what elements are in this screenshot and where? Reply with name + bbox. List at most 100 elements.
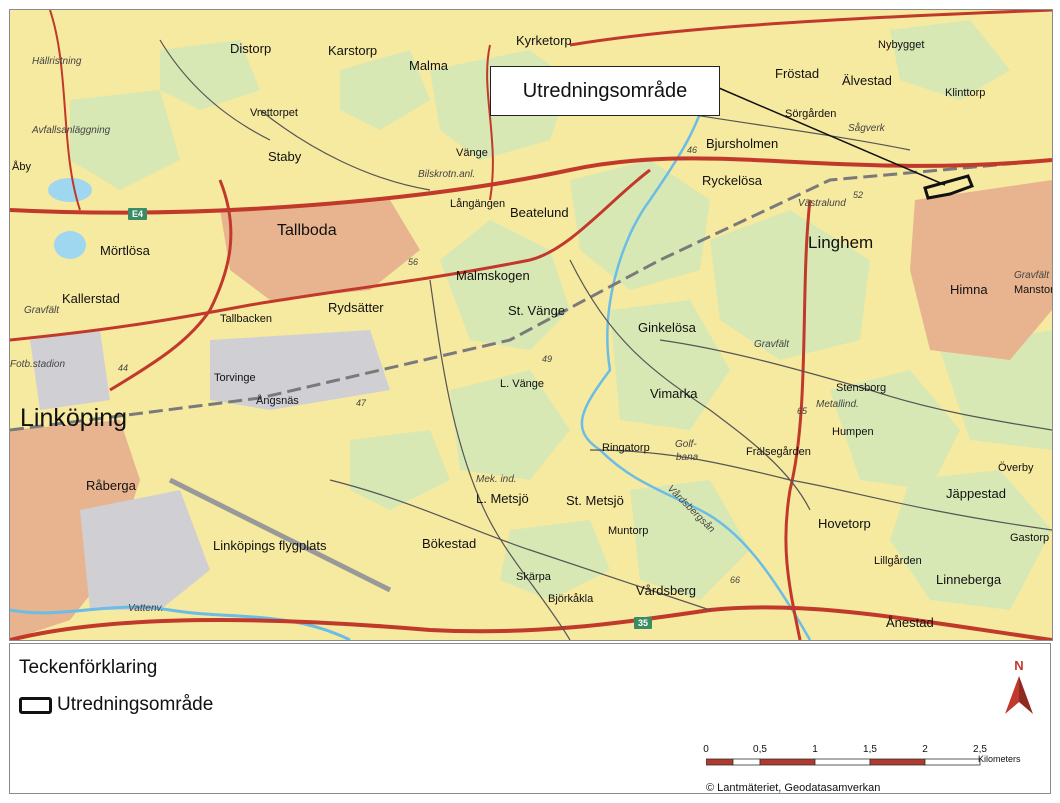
map-panel[interactable]: Distorp Karstorp Malma Kyrketorp Nybygge…	[9, 9, 1053, 641]
urban-areas	[10, 180, 1052, 640]
place-label: Metallind.	[816, 399, 859, 410]
legend-item-label: Utredningsområde	[57, 694, 214, 715]
scale-tick-label: 0	[703, 744, 709, 755]
place-label: Kallerstad	[62, 291, 120, 306]
place-label: Golf-	[675, 439, 697, 450]
place-label: Vimarka	[650, 386, 698, 401]
road-number: 44	[118, 363, 129, 373]
place-label: Sågverk	[848, 123, 885, 134]
scale-bar: 0 0,5 1 1,5 2 2,5 Kilometers	[703, 744, 1044, 774]
place-label: Himna	[950, 282, 988, 297]
river	[580, 79, 812, 640]
north-label: N	[1014, 658, 1024, 673]
legend-panel: Teckenförklaring Utredningsområde N 0 0,…	[9, 643, 1051, 794]
scale-bar-graphic	[706, 758, 981, 766]
place-label: Klinttorp	[945, 87, 986, 99]
place-label-city: Linköping	[20, 404, 128, 432]
legend-item: Utredningsområde	[19, 694, 213, 716]
place-label: Linghem	[808, 233, 874, 252]
road-number: 56	[408, 257, 419, 267]
road-number: 52	[853, 190, 864, 200]
place-label: Linköpings flygplats	[213, 538, 327, 553]
study-area-symbol-icon	[19, 696, 52, 714]
airport-runway	[168, 477, 392, 593]
scale-unit: Kilometers	[978, 754, 1021, 764]
place-label: Beatelund	[510, 205, 569, 220]
place-label: Ånestad	[886, 615, 934, 630]
place-label: Nybygget	[878, 39, 925, 51]
scale-tick-label: 1,5	[863, 744, 877, 755]
place-label: Gravfält	[754, 339, 790, 350]
place-label: L. Metsjö	[476, 491, 529, 506]
place-label: Staby	[268, 149, 302, 164]
place-label: Vårdsberg	[636, 583, 696, 598]
place-label: Malmskogen	[456, 268, 530, 283]
place-label: Västralund	[798, 198, 846, 209]
road-shield-e4: E4	[128, 208, 148, 220]
lakes	[48, 178, 92, 259]
place-label: Muntorp	[608, 525, 649, 537]
place-label: Överby	[998, 462, 1034, 474]
place-label: Stensborg	[836, 382, 887, 394]
legend-title: Teckenförklaring	[19, 657, 158, 678]
place-label: Ångsnäs	[256, 395, 299, 407]
scale-tick-label: 1	[812, 744, 818, 755]
place-label: Hovetorp	[818, 516, 871, 531]
place-label: Bjursholmen	[706, 136, 779, 151]
place-label: Bökestad	[422, 536, 477, 551]
place-label: St. Vänge	[508, 303, 566, 318]
place-label: Manstorp	[1014, 284, 1052, 296]
place-label: Vänge	[456, 147, 488, 159]
place-label: bana	[676, 452, 699, 463]
place-label: Råberga	[86, 478, 136, 493]
north-arrow-icon: N	[1004, 656, 1034, 726]
place-label: Ginkelösa	[638, 320, 696, 335]
scale-tick-label: 0,5	[753, 744, 767, 755]
forest-areas	[70, 20, 1052, 610]
place-label: Linneberga	[936, 572, 1002, 587]
place-label: Kyrketorp	[516, 33, 572, 48]
place-label: St. Metsjö	[566, 493, 624, 508]
place-label: Tallbacken	[220, 313, 272, 325]
place-label: Ryckelösa	[702, 173, 762, 188]
scale-tick-label: 2,5	[973, 744, 987, 755]
road-shield-35: 35	[634, 617, 653, 629]
place-label: Malma	[409, 58, 449, 73]
place-label: Rydsätter	[328, 300, 384, 315]
place-label: Vattenv.	[128, 603, 164, 614]
road-number: 65	[797, 406, 808, 416]
place-label: Gastorp	[1010, 532, 1050, 544]
place-label: Björkåkla	[548, 593, 594, 605]
place-label: Långängen	[450, 198, 506, 210]
place-label: Åby	[12, 161, 31, 173]
place-label: Hällristning	[32, 56, 82, 67]
place-label: L. Vänge	[500, 378, 545, 390]
place-label: Humpen	[832, 426, 874, 438]
place-label: Karstorp	[328, 43, 378, 58]
place-label: Ringatorp	[602, 442, 650, 454]
place-label: Bilskrotn.anl.	[418, 169, 476, 180]
minor-roads	[159, 39, 1052, 640]
callout-leader-line	[711, 84, 946, 186]
place-label: Tallboda	[277, 222, 337, 239]
study-area-outline	[923, 174, 974, 200]
place-label: Lillgården	[874, 555, 922, 567]
place-label: Avfallsanläggning	[32, 125, 111, 136]
place-label: Distorp	[230, 41, 272, 56]
place-label: Fröstad	[775, 66, 820, 81]
place-label: Gravfält	[24, 305, 60, 316]
place-label: Jäppestad	[946, 486, 1006, 501]
place-label: Skärpa	[516, 571, 551, 583]
road-number: 46	[687, 145, 698, 155]
place-label: Fotb.stadion	[10, 359, 66, 370]
place-label: Sörgården	[785, 108, 837, 120]
scale-tick-label: 2	[922, 744, 928, 755]
road-number: 49	[542, 354, 553, 364]
place-label: Gravfält	[1014, 270, 1050, 281]
place-label: Vrettorpet	[250, 107, 298, 119]
copyright-credit: © Lantmäteriet, Geodatasamverkan	[706, 782, 881, 794]
place-label: Mörtlösa	[100, 243, 150, 258]
place-label: Mek. ind.	[476, 474, 517, 485]
road-number: 66	[730, 575, 741, 585]
place-label: Torvinge	[214, 372, 256, 384]
